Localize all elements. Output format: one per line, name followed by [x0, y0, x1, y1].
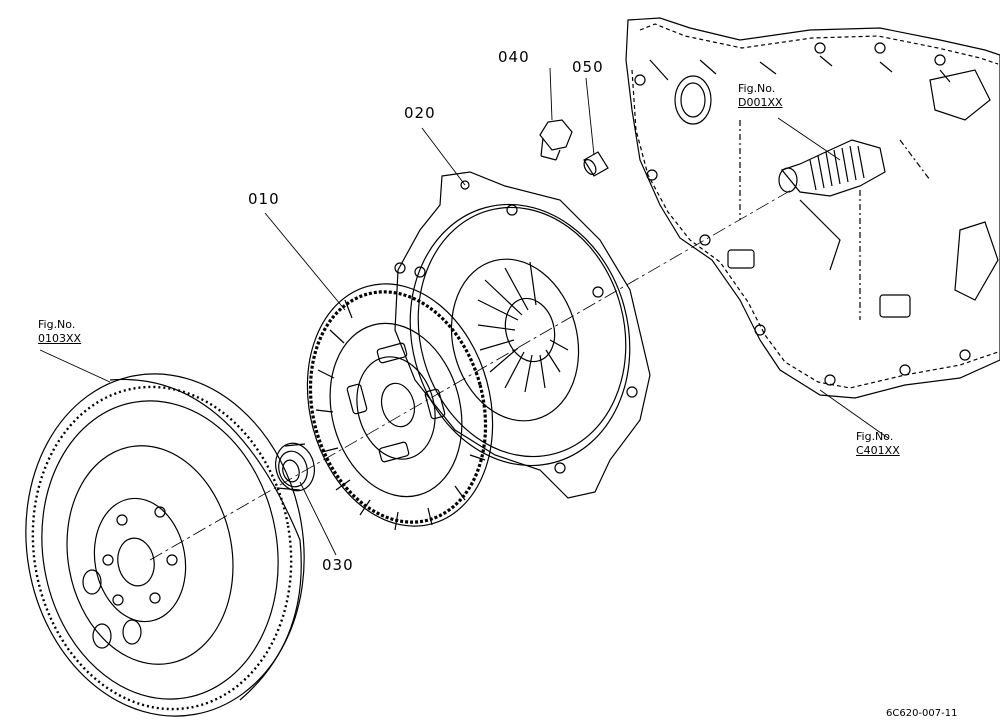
input-shaft — [779, 140, 885, 270]
part-label-030: 030 — [322, 556, 354, 574]
clutch-housing — [626, 18, 1000, 398]
center-axis — [150, 185, 800, 560]
figure-reference-code: D001XX — [738, 95, 783, 109]
dowel-pin — [582, 152, 608, 176]
leader-030 — [300, 482, 336, 555]
figure-reference-prefix: Fig.No. — [856, 430, 894, 443]
figure-reference-C401XX: Fig.No. C401XX — [856, 430, 900, 458]
clutch-disc — [281, 263, 519, 547]
leader-0103XX — [40, 350, 110, 382]
flywheel — [0, 352, 331, 726]
part-label-040: 040 — [498, 48, 530, 66]
figure-reference-code: C401XX — [856, 443, 900, 457]
part-label-010: 010 — [248, 190, 280, 208]
pilot-bearing — [270, 439, 319, 495]
drawing-code: 6C620-007-11 — [886, 708, 958, 719]
figure-reference-0103XX: Fig.No. 0103XX — [38, 318, 81, 346]
figure-reference-prefix: Fig.No. — [38, 318, 76, 331]
pressure-plate — [382, 172, 659, 498]
figure-reference-D001XX: Fig.No. D001XX — [738, 82, 783, 110]
part-label-020: 020 — [404, 104, 436, 122]
leader-040 — [550, 68, 552, 120]
bolt — [540, 120, 572, 160]
leader-020 — [422, 128, 465, 185]
leader-lines — [40, 68, 888, 555]
leader-D001XX — [778, 118, 840, 160]
figure-reference-prefix: Fig.No. — [738, 82, 776, 95]
part-label-050: 050 — [572, 58, 604, 76]
leader-010 — [265, 213, 345, 310]
figure-reference-code: 0103XX — [38, 331, 82, 345]
leader-050 — [586, 78, 594, 155]
leader-C401XX — [820, 390, 888, 438]
